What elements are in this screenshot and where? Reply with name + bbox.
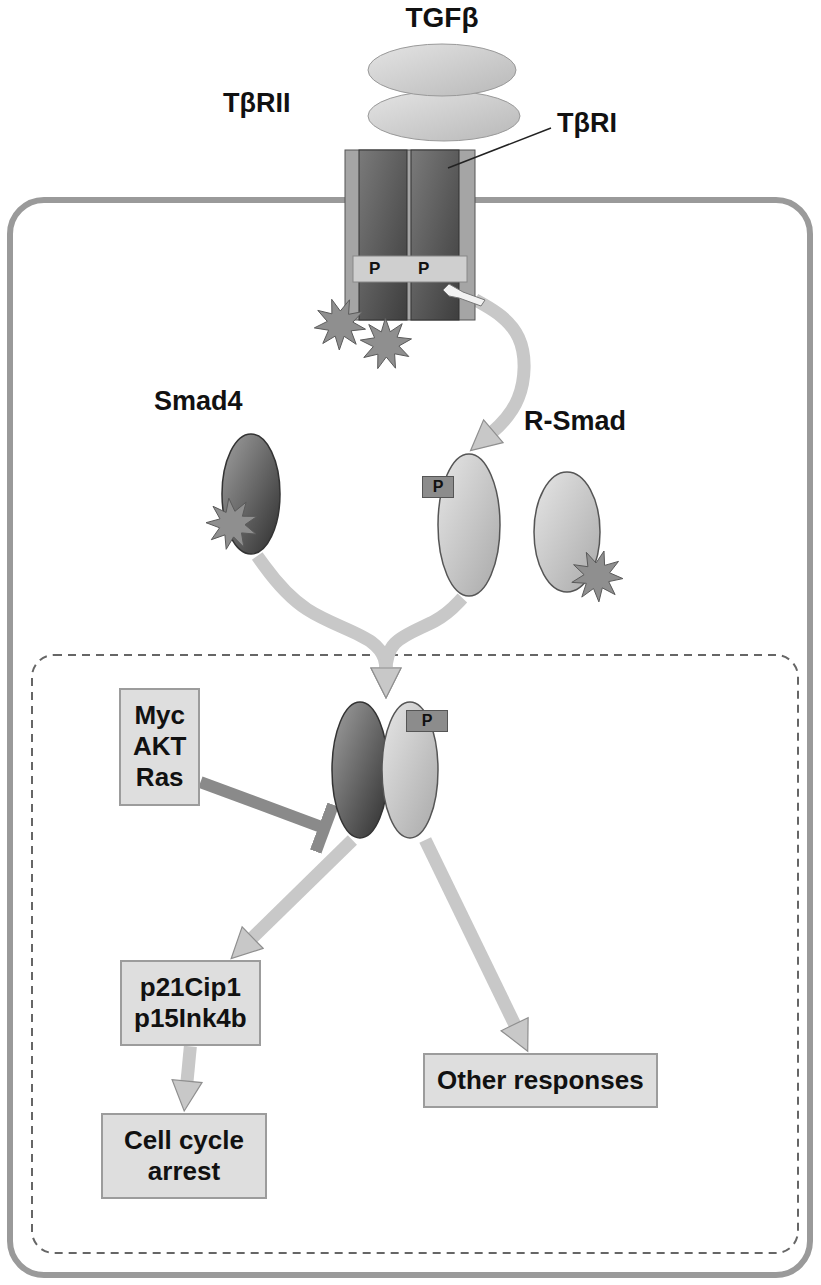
ligand-dimer: TGFβ xyxy=(362,42,522,142)
phosphorylation-arrow xyxy=(443,284,485,306)
protein-ellipse xyxy=(534,472,600,592)
ligand-subunit xyxy=(368,44,516,96)
mutation-star xyxy=(572,551,623,602)
node-shape xyxy=(345,150,475,320)
inhibition-connector xyxy=(200,782,324,828)
target-gene-box: p21Cip1 p15Ink4b xyxy=(120,960,261,1046)
box-text: Other responses xyxy=(437,1065,644,1096)
mutation-star xyxy=(360,318,411,369)
protein-ellipse xyxy=(222,434,280,554)
phospho-site-label: P xyxy=(418,259,429,279)
node-shape xyxy=(532,470,602,594)
ligand-subunit xyxy=(368,91,520,141)
kinase-band xyxy=(353,256,467,282)
outcome-box: Other responses xyxy=(423,1053,658,1108)
node-label: TβRI xyxy=(557,108,617,139)
arrow-connector xyxy=(425,840,519,1033)
node-label: TGFβ xyxy=(362,2,522,34)
oncogene-box: Myc AKT Ras xyxy=(119,688,200,806)
r-smad-protein: R-Smad xyxy=(532,470,602,594)
node-shape xyxy=(220,432,282,556)
phospho-site-label: P xyxy=(369,259,380,279)
mutation-star xyxy=(314,299,365,350)
leader-line xyxy=(448,128,551,168)
outcome-box: Cell cycle arrest xyxy=(101,1113,267,1199)
mutation-star xyxy=(206,498,257,549)
box-text: Myc AKT Ras xyxy=(133,700,186,794)
arrow-connector xyxy=(186,1046,190,1091)
smad4-protein: Smad4 xyxy=(220,432,282,556)
type-ii-receptor xyxy=(359,150,407,320)
receptor-complex: TβRIITβRI xyxy=(345,150,475,320)
nucleus-outline xyxy=(32,655,798,1253)
node-label: P xyxy=(422,476,454,498)
arrow-connector xyxy=(257,556,386,678)
phospho-r-smad: P xyxy=(436,452,502,598)
node-label: Smad4 xyxy=(154,386,243,417)
node-label: R-Smad xyxy=(524,406,626,437)
smad-complex: P xyxy=(330,700,442,840)
arrow-connector xyxy=(475,300,524,438)
box-text: p21Cip1 p15Ink4b xyxy=(134,972,247,1034)
smad4-ellipse xyxy=(332,702,388,838)
node-shape xyxy=(436,452,502,598)
arrow-connector xyxy=(386,598,462,678)
node-shape xyxy=(362,42,522,142)
box-text: Cell cycle arrest xyxy=(115,1125,253,1187)
cell-membrane xyxy=(10,200,810,1275)
arrow-connector xyxy=(245,840,352,945)
node-label: TβRII xyxy=(223,88,290,119)
node-label: P xyxy=(406,710,448,732)
